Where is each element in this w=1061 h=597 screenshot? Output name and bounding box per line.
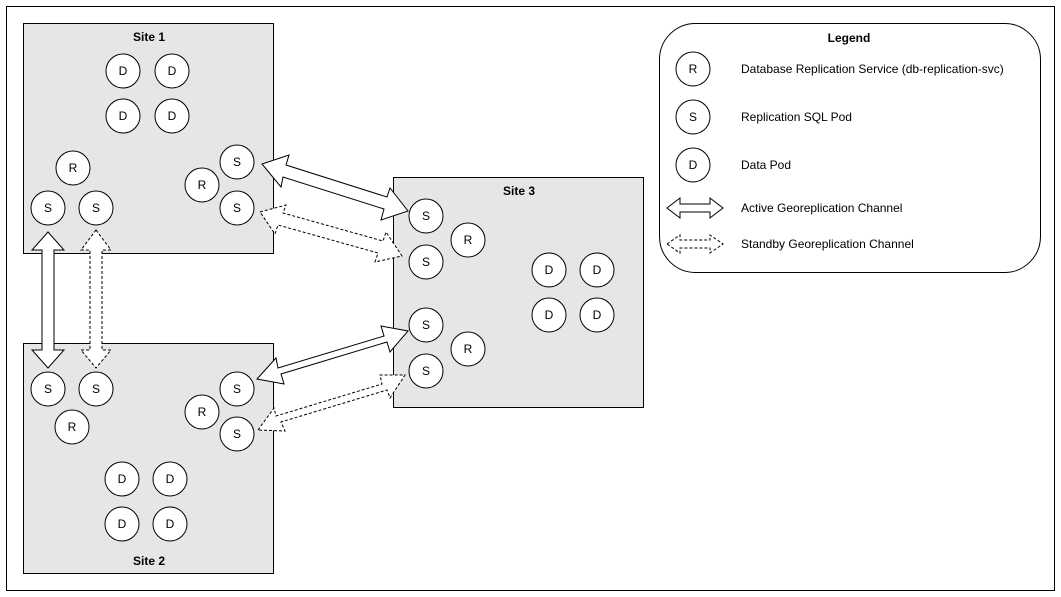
sql-pod: S	[78, 190, 114, 226]
site-1-title: Site 1	[133, 30, 165, 44]
legend-sql-pod-symbol: S	[675, 99, 711, 135]
svg-text:R: R	[464, 233, 473, 247]
active-channel-site1-site3	[261, 154, 409, 221]
legend-data-pod-label: Data Pod	[741, 158, 791, 172]
svg-text:R: R	[69, 161, 78, 175]
replication-service-node: R	[54, 409, 90, 445]
data-pod: D	[104, 506, 140, 542]
site-3-title: Site 3	[503, 184, 535, 198]
legend-box	[659, 23, 1041, 273]
site-3-nodes: S R S S R S D D D D	[408, 198, 615, 389]
svg-text:S: S	[92, 201, 100, 215]
legend-sql-pod-label: Replication SQL Pod	[741, 110, 852, 124]
svg-text:R: R	[689, 62, 698, 76]
svg-text:S: S	[422, 255, 430, 269]
standby-channel-site2-site3	[257, 374, 406, 432]
svg-text:S: S	[44, 382, 52, 396]
standby-channel-site1-site3	[259, 204, 403, 263]
sql-pod: S	[408, 198, 444, 234]
data-pod: D	[105, 53, 141, 89]
legend-title: Legend	[828, 31, 871, 45]
sql-pod: S	[408, 307, 444, 343]
svg-text:S: S	[422, 364, 430, 378]
svg-text:D: D	[545, 263, 554, 277]
sql-pod: S	[78, 371, 114, 407]
site-2-title: Site 2	[133, 554, 165, 568]
site-2-nodes: S S R S R S D D D D	[30, 371, 255, 542]
svg-text:D: D	[168, 109, 177, 123]
data-pod: D	[152, 506, 188, 542]
replication-service-node: R	[450, 222, 486, 258]
svg-text:R: R	[198, 405, 207, 419]
sql-pod: S	[219, 144, 255, 180]
svg-text:S: S	[422, 318, 430, 332]
legend: Legend R Database Replication Service (d…	[659, 23, 1041, 273]
svg-text:D: D	[166, 517, 175, 531]
svg-text:D: D	[119, 64, 128, 78]
data-pod: D	[579, 252, 615, 288]
active-channel-site2-site3	[256, 325, 409, 385]
svg-text:D: D	[119, 109, 128, 123]
svg-text:S: S	[233, 382, 241, 396]
legend-active-channel-symbol	[666, 196, 724, 220]
data-pod: D	[105, 98, 141, 134]
data-pod: D	[154, 98, 190, 134]
data-pod: D	[152, 461, 188, 497]
legend-replication-service-label: Database Replication Service (db-replica…	[741, 62, 1004, 76]
legend-standby-channel-label: Standby Georeplication Channel	[741, 237, 914, 251]
sql-pod: S	[30, 190, 66, 226]
svg-text:D: D	[168, 64, 177, 78]
svg-text:S: S	[689, 110, 697, 124]
sql-pod: S	[219, 190, 255, 226]
svg-text:S: S	[233, 201, 241, 215]
sql-pod: S	[219, 416, 255, 452]
svg-text:S: S	[233, 427, 241, 441]
legend-standby-channel-symbol	[666, 234, 724, 254]
channels	[30, 154, 409, 432]
svg-text:D: D	[118, 472, 127, 486]
svg-text:S: S	[233, 155, 241, 169]
svg-text:R: R	[464, 342, 473, 356]
replication-service-node: R	[55, 150, 91, 186]
replication-service-node: R	[450, 331, 486, 367]
svg-text:R: R	[68, 420, 77, 434]
legend-replication-service-symbol: R	[675, 51, 711, 87]
data-pod: D	[154, 53, 190, 89]
svg-text:D: D	[689, 158, 698, 172]
sql-pod: S	[219, 371, 255, 407]
replication-service-node: R	[184, 167, 220, 203]
svg-text:D: D	[118, 517, 127, 531]
data-pod: D	[579, 297, 615, 333]
svg-text:S: S	[422, 209, 430, 223]
legend-active-channel-label: Active Georeplication Channel	[741, 201, 902, 215]
svg-text:D: D	[545, 308, 554, 322]
svg-text:R: R	[198, 178, 207, 192]
active-channel-site1-site2	[30, 231, 66, 369]
data-pod: D	[104, 461, 140, 497]
sql-pod: S	[408, 353, 444, 389]
sql-pod: S	[30, 371, 66, 407]
svg-text:S: S	[44, 201, 52, 215]
standby-channel-site1-site2	[79, 229, 113, 369]
sql-pod: S	[408, 244, 444, 280]
svg-text:S: S	[92, 382, 100, 396]
svg-text:D: D	[593, 308, 602, 322]
site-1-nodes: D D D D R S S S R S	[30, 53, 255, 226]
svg-text:D: D	[593, 263, 602, 277]
svg-text:D: D	[166, 472, 175, 486]
replication-service-node: R	[184, 394, 220, 430]
data-pod: D	[531, 297, 567, 333]
legend-data-pod-symbol: D	[675, 147, 711, 183]
data-pod: D	[531, 252, 567, 288]
